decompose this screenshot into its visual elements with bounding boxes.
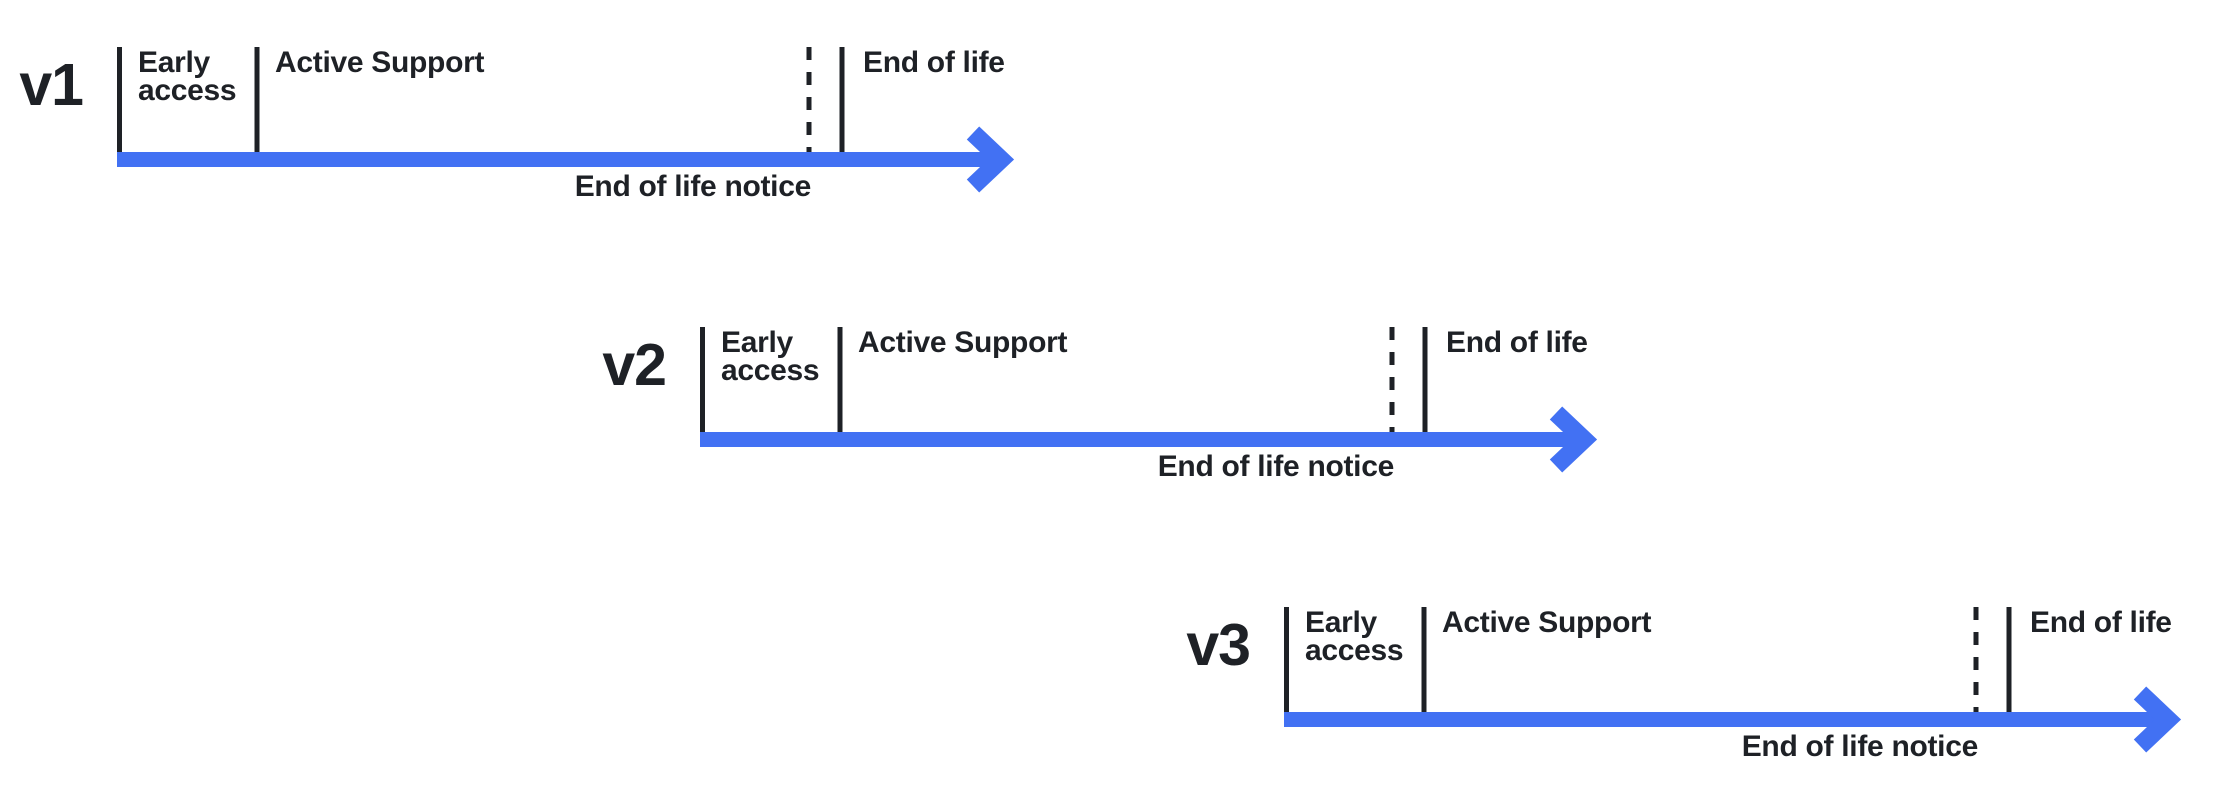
- timeline-arrow-head: [966, 126, 1015, 193]
- version-label: v3: [1186, 612, 1251, 678]
- timeline-graphic: [700, 327, 1598, 473]
- early-access-label: Early access: [721, 326, 820, 387]
- active-support-label: Active Support: [858, 326, 1068, 359]
- timeline-graphic: [1284, 607, 2182, 753]
- version-label: v1: [19, 52, 84, 118]
- early-access-label: Early access: [138, 46, 237, 107]
- timeline-v1: v1 Early access Active Support End of li…: [19, 46, 1027, 219]
- eol-notice-label: End of life notice: [1157, 450, 1395, 483]
- end-of-life-label: End of life: [863, 46, 1005, 79]
- timeline-v3: v3 Early access Active Support End of li…: [1186, 606, 2194, 779]
- end-of-life-label: End of life: [1446, 326, 1588, 359]
- timeline-arrow-head: [2133, 686, 2182, 753]
- end-of-life-label: End of life: [2030, 606, 2172, 639]
- timeline-arrow-head: [1549, 406, 1598, 473]
- timeline-v2: v2 Early access Active Support End of li…: [602, 326, 1610, 499]
- active-support-label: Active Support: [275, 46, 485, 79]
- version-label: v2: [602, 332, 667, 398]
- active-support-label: Active Support: [1442, 606, 1652, 639]
- eol-notice-label: End of life notice: [574, 170, 812, 203]
- timeline-graphic: [117, 47, 1015, 193]
- eol-notice-label: End of life notice: [1741, 730, 1979, 763]
- early-access-label: Early access: [1305, 606, 1404, 667]
